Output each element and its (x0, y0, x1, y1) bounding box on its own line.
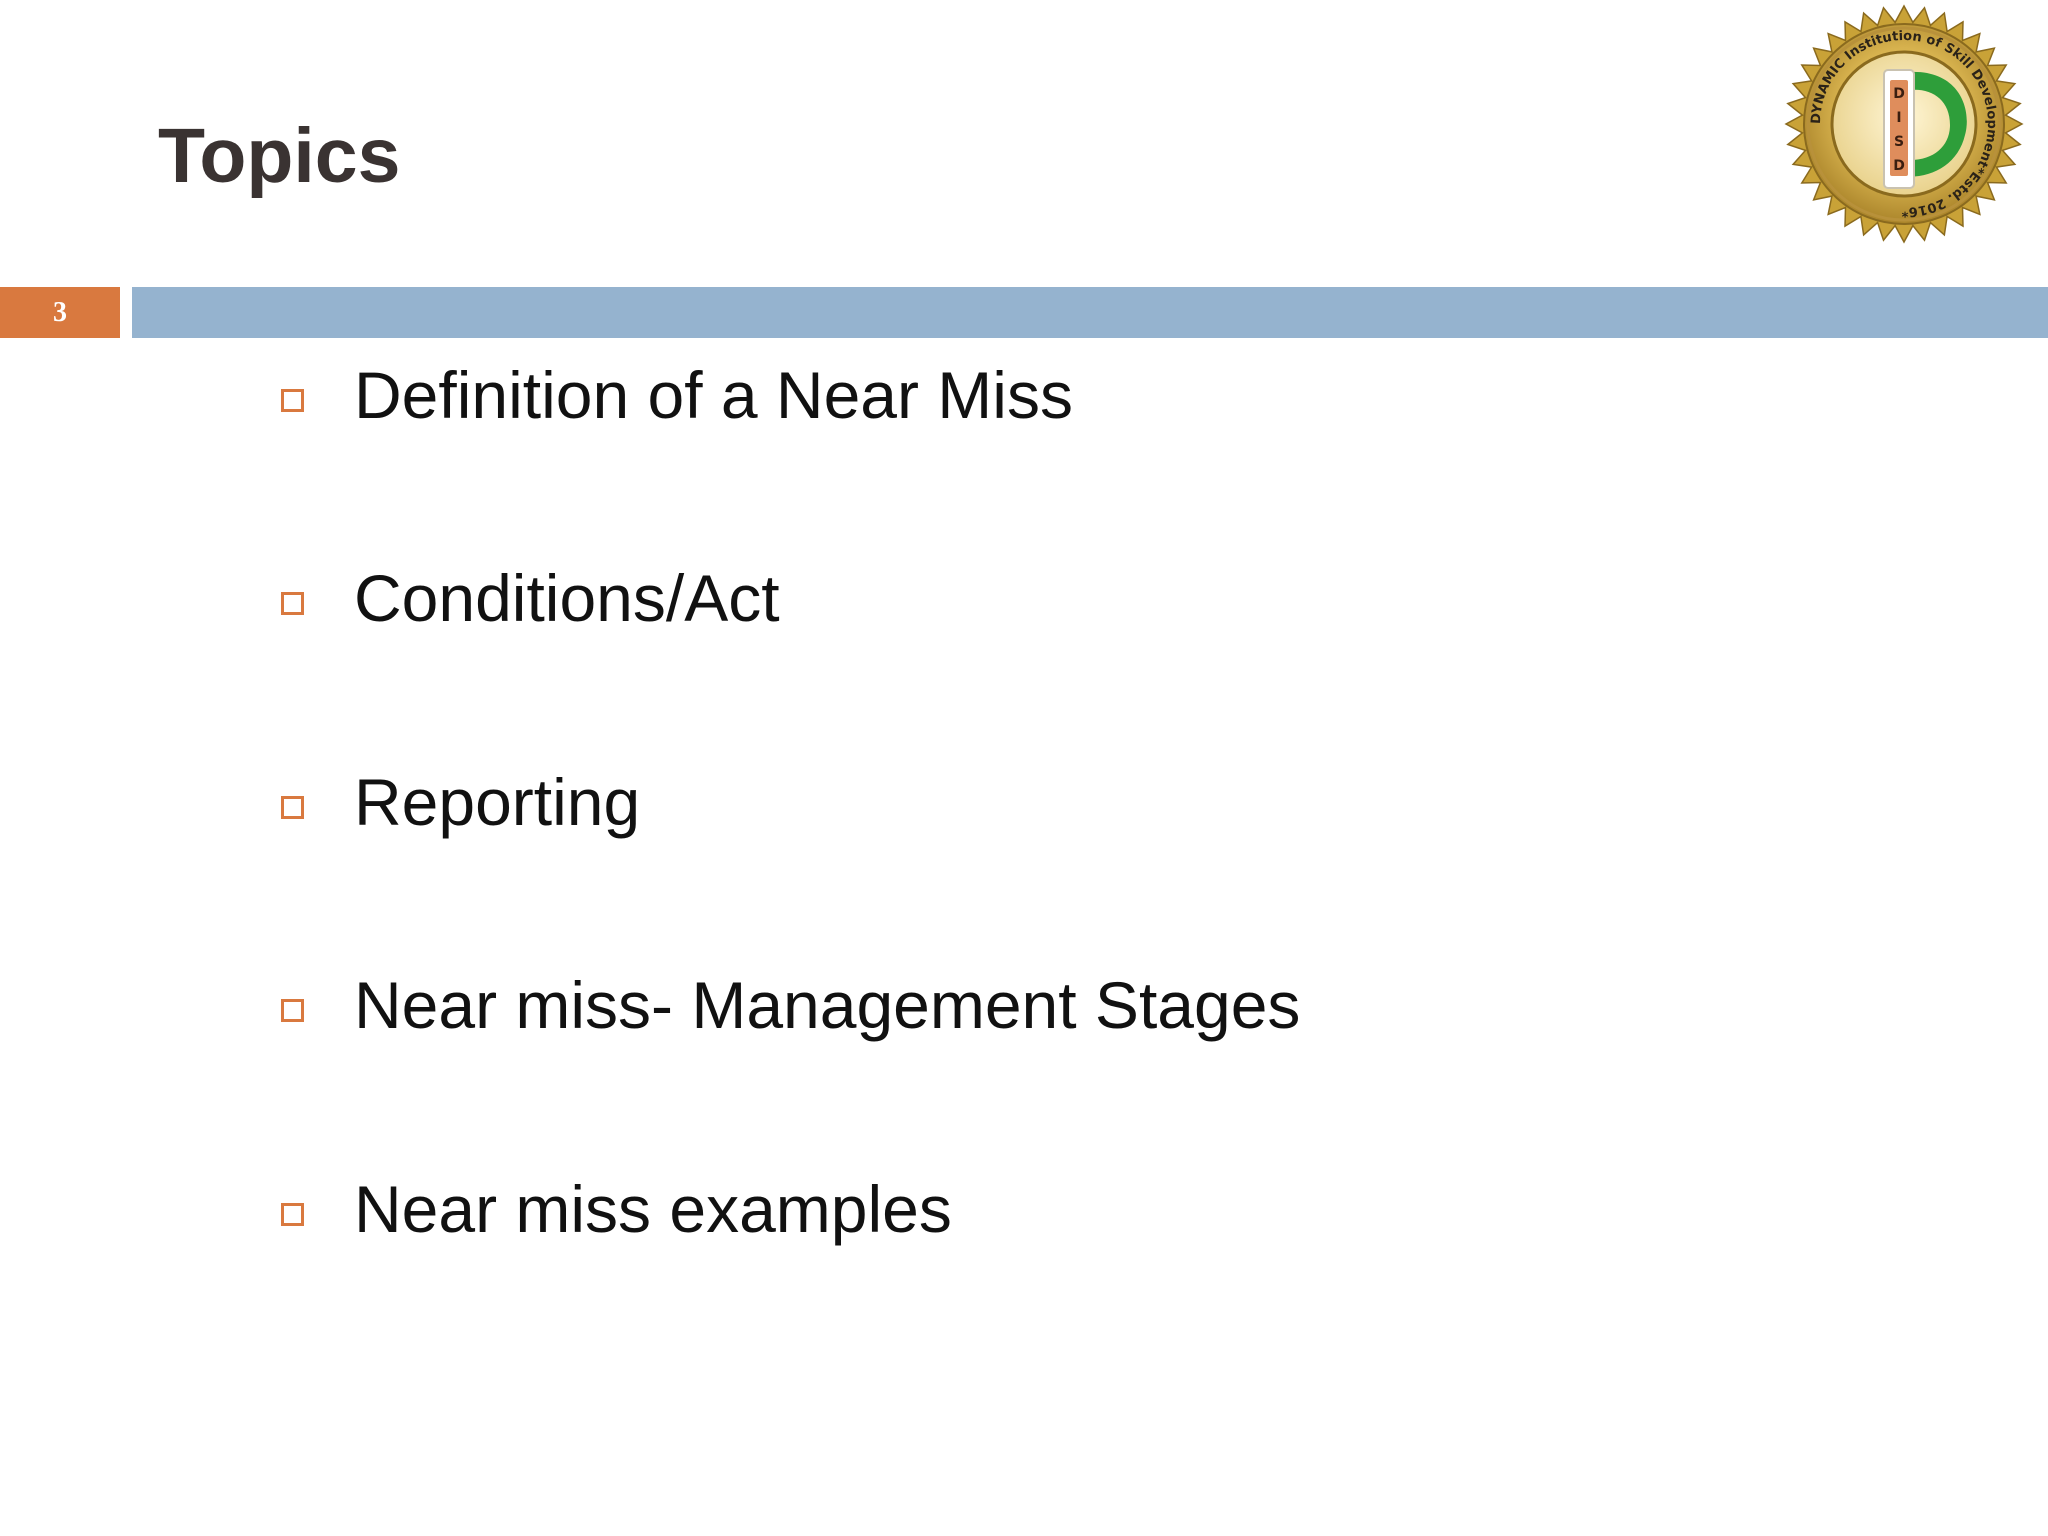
topic-text: Near miss- Management Stages (354, 968, 1301, 1042)
square-bullet-icon (281, 1202, 304, 1226)
square-bullet-icon (281, 591, 304, 615)
topic-item: Near miss- Management Stages (281, 965, 1300, 1045)
topic-item: Definition of a Near Miss (281, 355, 1073, 435)
topic-item: Reporting (281, 762, 640, 842)
square-bullet-icon (281, 795, 304, 819)
header-divider-bar (132, 287, 2048, 338)
square-bullet-icon (281, 388, 304, 412)
topic-item: Near miss examples (281, 1169, 952, 1249)
institute-seal-logo: DYNAMIC Institution of Skill Development… (1784, 4, 2024, 244)
slide-title: Topics (158, 113, 401, 199)
topic-text: Definition of a Near Miss (354, 358, 1073, 432)
slide-number: 3 (53, 296, 67, 328)
seal-letter: D (1893, 158, 1905, 174)
slide-number-badge: 3 (0, 287, 120, 338)
topic-text: Conditions/Act (354, 561, 780, 635)
topic-text: Reporting (354, 765, 641, 839)
seal-letter: I (1896, 110, 1901, 126)
seal-letter: S (1894, 134, 1904, 150)
topic-item: Conditions/Act (281, 558, 780, 638)
square-bullet-icon (281, 998, 304, 1022)
seal-letter: D (1893, 86, 1905, 102)
topic-text: Near miss examples (354, 1172, 952, 1246)
